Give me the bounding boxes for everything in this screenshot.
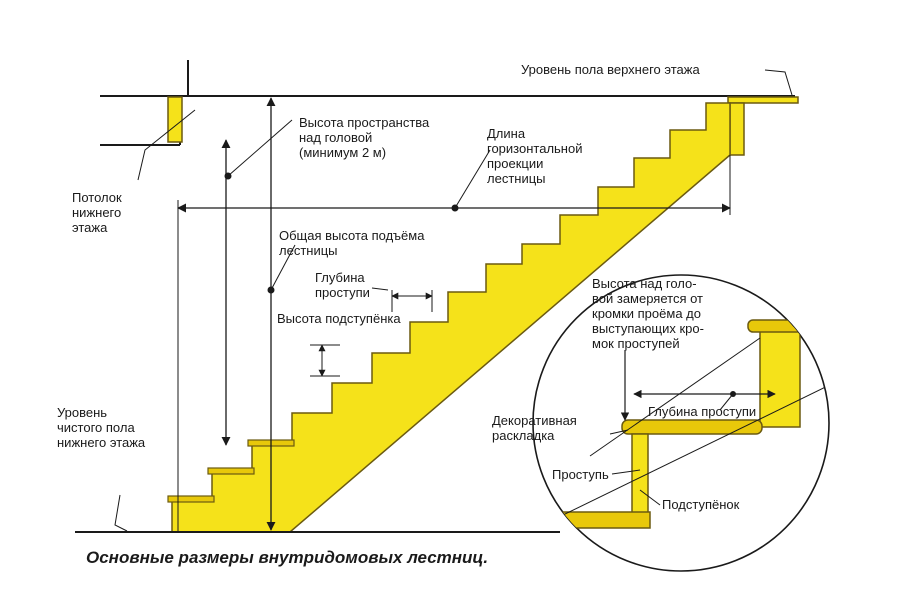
headroom-note-label: Высота над голо- вой замеряется от кромк… bbox=[592, 276, 704, 351]
lower-floor-label: Уровень чистого пола нижнего этажа bbox=[57, 405, 146, 450]
tread-riser-dimensions bbox=[310, 290, 433, 377]
tread-label: Проступь bbox=[552, 467, 609, 482]
leader-lines bbox=[114, 69, 793, 532]
figure-caption: Основные размеры внутридомовых лестниц. bbox=[86, 548, 489, 567]
horizontal-length-label: Длина горизонтальной проекции лестницы bbox=[487, 126, 583, 186]
upper-landing bbox=[727, 96, 799, 156]
ceiling-beam bbox=[167, 96, 183, 143]
total-rise-label: Общая высота подъёма лестницы bbox=[279, 228, 425, 258]
decorative-nosing-label: Декоративная раскладка bbox=[492, 413, 577, 443]
tread-depth-label: Глубина проступи bbox=[315, 270, 370, 300]
riser-height-label: Высота подступёнка bbox=[277, 311, 401, 326]
ceiling-label: Потолок нижнего этажа bbox=[72, 190, 122, 235]
upper-floor-label: Уровень пола верхнего этажа bbox=[521, 62, 700, 77]
riser-label: Подступёнок bbox=[662, 497, 740, 512]
headroom-label: Высота пространства над головой (минимум… bbox=[299, 115, 430, 160]
detail-tread-depth-label: Глубина проступи bbox=[648, 404, 757, 419]
